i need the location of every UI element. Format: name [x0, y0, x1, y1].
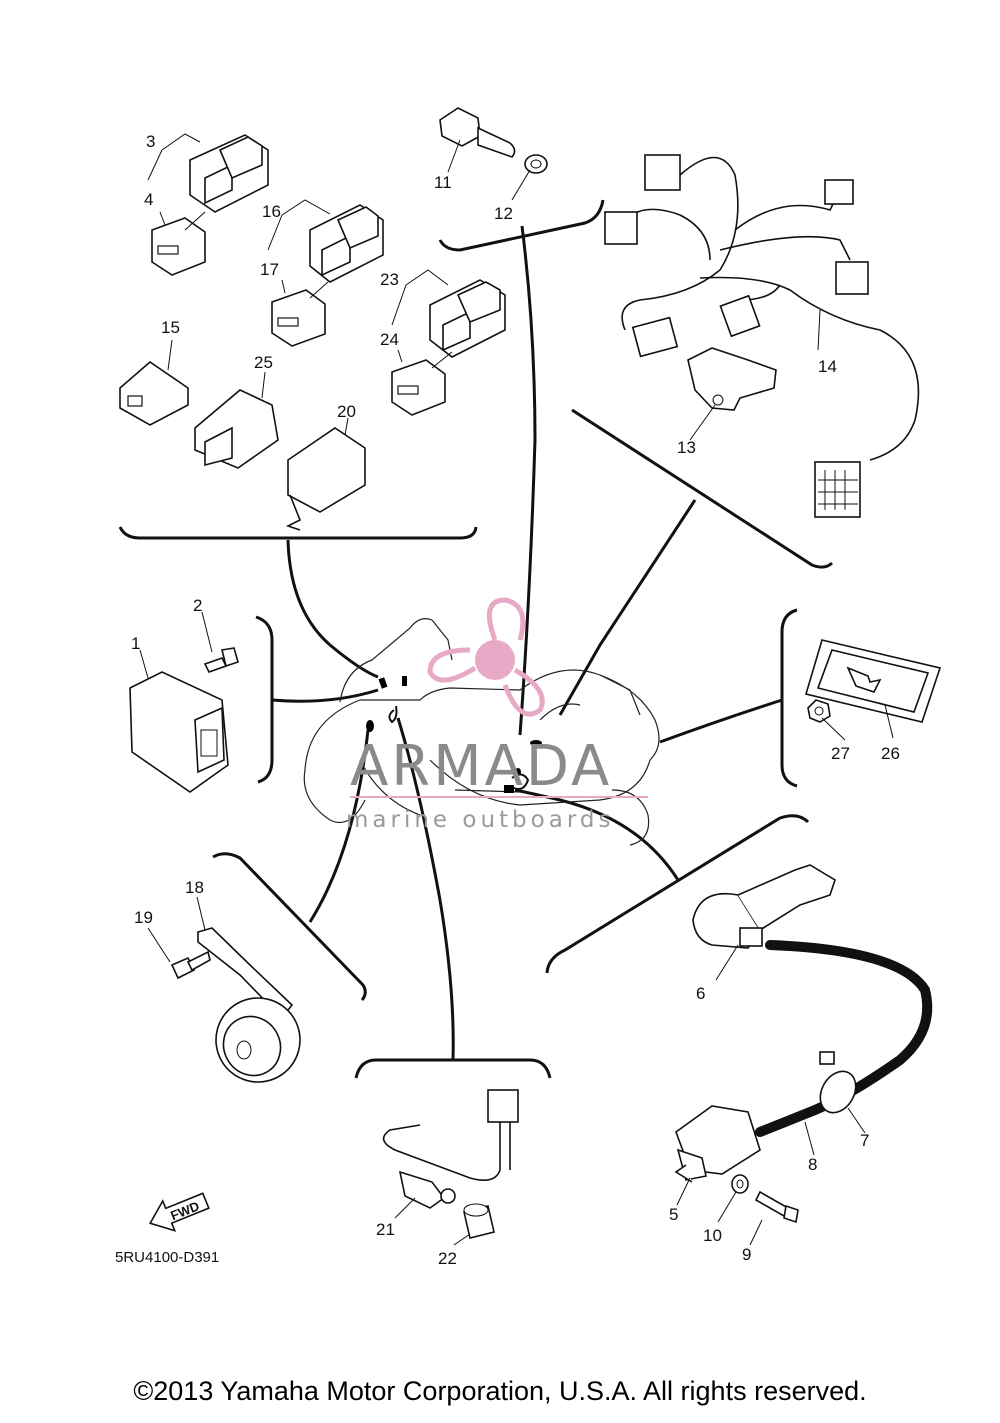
part-connector-3[interactable] — [189, 134, 269, 213]
watermark-logo-blade-icon — [486, 597, 526, 641]
part-coil-5[interactable] — [674, 1105, 761, 1183]
part-sensor-11[interactable] — [439, 107, 516, 158]
watermark-title: ARMADA — [350, 734, 612, 799]
motorcycle-hook-mark — [388, 705, 398, 724]
bracket-sensor-group — [438, 199, 605, 252]
part-horn[interactable] — [201, 983, 316, 1098]
callout-3: 3 — [146, 132, 155, 151]
bracket-plate-group — [780, 608, 798, 788]
bracket-horn-group — [212, 852, 367, 1001]
armada-watermark: ARMADA marine outboards — [346, 597, 648, 833]
part-cap-17[interactable] — [271, 289, 326, 347]
callout-14: 14 — [818, 357, 837, 376]
callout-23: 23 — [380, 270, 399, 289]
part-nut-27[interactable] — [807, 699, 831, 723]
part-wire-harness-14[interactable] — [604, 154, 920, 518]
part-clamp-7[interactable] — [813, 1051, 863, 1119]
callout-labels: 1 2 3 4 5 6 7 8 9 10 11 12 13 14 15 16 1… — [131, 132, 900, 1268]
motorcycle-connector-marks — [366, 676, 542, 793]
part-cap-4[interactable] — [151, 217, 206, 276]
bracket-sensor-lower-group — [354, 1058, 552, 1079]
callout-18: 18 — [185, 878, 204, 897]
part-sensor-21[interactable] — [382, 1089, 519, 1209]
callout-21: 21 — [376, 1220, 395, 1239]
motorcycle-outline — [303, 618, 660, 846]
motorcycle-loop-mark — [511, 773, 530, 790]
callout-25: 25 — [254, 353, 273, 372]
callout-22: 22 — [438, 1249, 457, 1268]
watermark-logo-blade-icon — [502, 667, 545, 717]
part-connector-23[interactable] — [429, 279, 506, 358]
callout-15: 15 — [161, 318, 180, 337]
callout-24: 24 — [380, 330, 399, 349]
part-bolt-19[interactable] — [170, 950, 211, 980]
part-washer-10[interactable] — [731, 1174, 749, 1194]
callout-17: 17 — [260, 260, 279, 279]
callout-11: 11 — [434, 173, 452, 192]
part-connector-16[interactable] — [309, 204, 384, 283]
part-connector-25[interactable] — [194, 389, 279, 469]
callout-12: 12 — [494, 204, 513, 223]
watermark-logo-hub — [475, 640, 515, 680]
diagram-code: 5RU4100-D391 — [115, 1249, 219, 1266]
bracket-harness-group — [571, 408, 834, 569]
callout-6: 6 — [696, 984, 705, 1003]
copyright-notice: ©2013 Yamaha Motor Corporation, U.S.A. A… — [133, 1376, 867, 1406]
callout-16: 16 — [262, 202, 281, 221]
part-washer-12[interactable] — [524, 154, 548, 174]
part-plate-26[interactable] — [804, 639, 942, 723]
part-bolt-2[interactable] — [203, 647, 239, 673]
callout-5: 5 — [669, 1205, 678, 1224]
callout-8: 8 — [808, 1155, 817, 1174]
callout-4: 4 — [144, 190, 153, 209]
bracket-connectors-group — [118, 526, 478, 540]
callout-7: 7 — [860, 1131, 869, 1150]
part-plug-cap-6[interactable] — [692, 864, 836, 949]
callout-9: 9 — [742, 1245, 751, 1264]
watermark-subtitle: marine outboards — [346, 807, 614, 833]
callout-20: 20 — [337, 402, 356, 421]
bracket-ecu-group — [255, 615, 274, 784]
fwd-arrow-icon: FWD — [148, 1192, 210, 1232]
callout-19: 19 — [134, 908, 153, 927]
callout-1: 1 — [131, 634, 140, 653]
callout-26: 26 — [881, 744, 900, 763]
callout-2: 2 — [193, 596, 202, 615]
callout-10: 10 — [703, 1226, 722, 1245]
part-connector-15[interactable] — [119, 360, 189, 426]
callout-leaders — [139, 133, 894, 1246]
callout-27: 27 — [831, 744, 850, 763]
group-brackets — [118, 199, 834, 1079]
part-bolt-9[interactable] — [754, 1190, 799, 1224]
part-cap-24[interactable] — [391, 359, 446, 416]
fwd-label: FWD — [168, 1198, 201, 1223]
leader-lines — [271, 225, 783, 1061]
callout-13: 13 — [677, 438, 696, 457]
part-relay-20[interactable] — [285, 427, 366, 531]
part-sensor-13[interactable] — [687, 347, 777, 411]
watermark-logo-blade-icon — [427, 647, 477, 683]
bracket-ignition-group — [545, 814, 810, 974]
part-collar-22[interactable] — [463, 1203, 495, 1239]
part-ecu-1[interactable] — [129, 671, 229, 793]
